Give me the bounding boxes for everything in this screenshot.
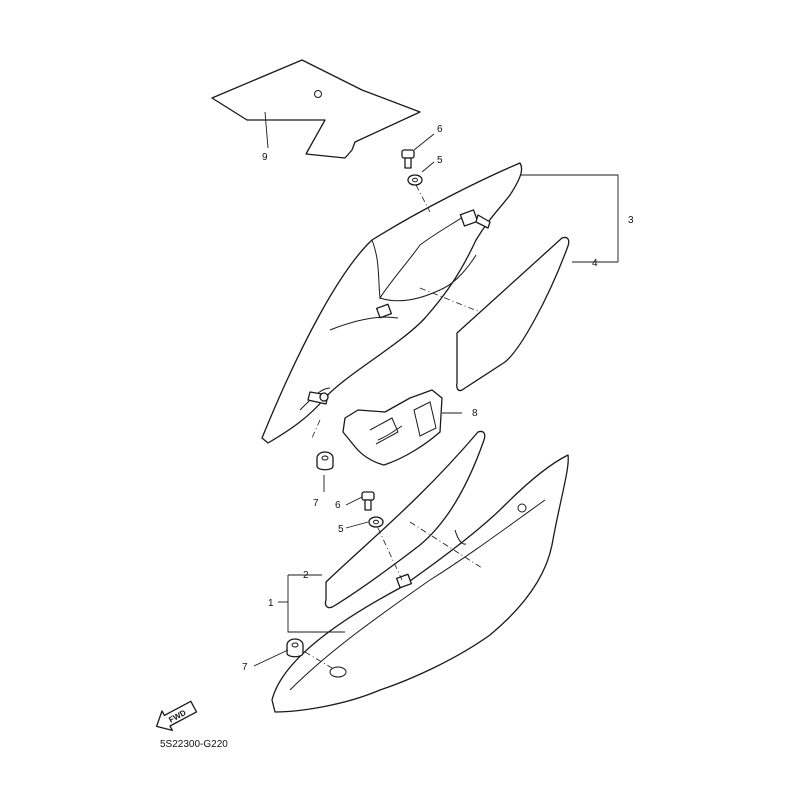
- part-3-upper-side-cover: [261, 162, 523, 444]
- part-5-washer-lower: [368, 516, 384, 528]
- assembly-lines: [304, 184, 483, 669]
- callout-1: 1: [268, 598, 274, 609]
- part-7-grommet-lower: [286, 638, 304, 658]
- callout-7-upper: 7: [313, 498, 319, 509]
- callout-7-lower: 7: [242, 662, 248, 673]
- callout-6-lower: 6: [335, 500, 341, 511]
- part-5-washer-upper: [407, 174, 423, 186]
- part-7-grommet-upper: [316, 451, 334, 471]
- part-4-upper-emblem: [456, 236, 570, 392]
- part-2-lower-emblem: [324, 430, 486, 609]
- part-1-lower-side-cover: [271, 454, 569, 713]
- callout-3: 3: [628, 215, 634, 226]
- diagram-code: 5S22300-G220: [160, 739, 228, 750]
- callout-4: 4: [592, 258, 598, 269]
- callout-5-lower: 5: [338, 524, 344, 535]
- callout-8: 8: [472, 408, 478, 419]
- part-6-bolt-lower: [361, 491, 375, 511]
- part-8-bracket: [342, 389, 443, 466]
- part-9-sheet: [211, 59, 421, 159]
- callout-5-upper: 5: [437, 155, 443, 166]
- callout-labels: 9 6 5 3 4 8 7 6 5 2 1 7: [242, 124, 634, 673]
- callout-2: 2: [303, 570, 309, 581]
- fwd-arrow-icon: FWD: [155, 700, 198, 732]
- callout-6-upper: 6: [437, 124, 443, 135]
- part-6-bolt-upper: [401, 149, 415, 169]
- callout-9: 9: [262, 152, 268, 163]
- leader-lines: [253, 111, 619, 667]
